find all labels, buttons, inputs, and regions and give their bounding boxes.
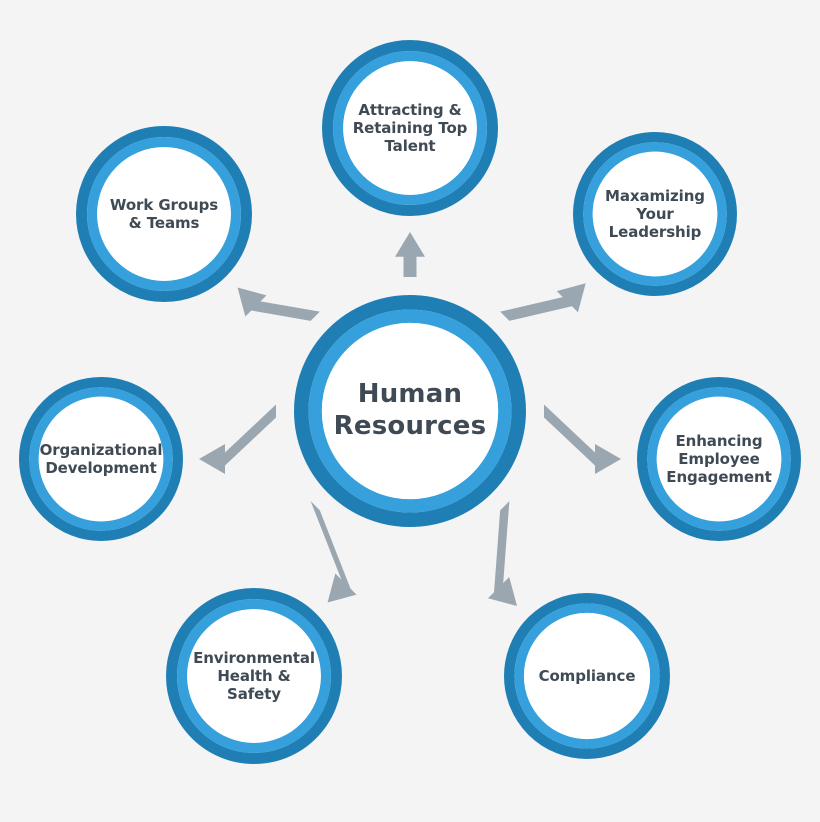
node-environmental-health-safety-ring-inner <box>176 598 332 754</box>
arrow-to-compliance <box>488 501 517 606</box>
node-organizational-development-ring-outer <box>19 377 183 541</box>
node-compliance-ring-inner <box>514 603 660 749</box>
hub-circle[interactable] <box>294 295 526 527</box>
hub-circle-ring-inner <box>308 309 512 513</box>
node-work-groups-teams-ring-inner <box>86 136 242 292</box>
node-organizational-development[interactable] <box>19 377 183 541</box>
arrow-to-organizational <box>199 404 276 474</box>
arrow-to-environmental <box>310 501 357 603</box>
node-attracting-retaining-top-talent[interactable] <box>322 40 498 216</box>
arrow-to-enhancing <box>544 404 621 474</box>
arrow-to-attracting <box>395 232 425 277</box>
arrow-to-work-groups <box>237 287 320 321</box>
node-enhancing-employee-engagement-ring-outer <box>637 377 801 541</box>
node-organizational-development-ring-inner <box>29 387 173 531</box>
node-work-groups-teams-core <box>97 147 231 281</box>
node-work-groups-teams-ring-outer <box>76 126 252 302</box>
arrow-to-maxamizing <box>500 283 586 321</box>
hub-circle-ring-outer <box>294 295 526 527</box>
arrow-layer <box>199 232 621 606</box>
node-environmental-health-safety-core <box>187 609 321 743</box>
node-attracting-retaining-top-talent-core <box>343 61 477 195</box>
node-enhancing-employee-engagement-core <box>656 396 782 522</box>
node-maxamizing-your-leadership[interactable] <box>573 132 737 296</box>
node-compliance[interactable] <box>504 593 670 759</box>
node-environmental-health-safety[interactable] <box>166 588 342 764</box>
node-maxamizing-your-leadership-core <box>592 151 718 277</box>
node-maxamizing-your-leadership-ring-inner <box>583 142 727 286</box>
hub-circle-core <box>321 322 499 500</box>
node-attracting-retaining-top-talent-ring-outer <box>322 40 498 216</box>
node-attracting-retaining-top-talent-ring-inner <box>332 50 488 206</box>
node-enhancing-employee-engagement[interactable] <box>637 377 801 541</box>
node-compliance-core <box>523 612 651 740</box>
node-work-groups-teams[interactable] <box>76 126 252 302</box>
node-maxamizing-your-leadership-ring-outer <box>573 132 737 296</box>
node-organizational-development-core <box>38 396 164 522</box>
node-compliance-ring-outer <box>504 593 670 759</box>
node-layer <box>19 40 801 764</box>
node-enhancing-employee-engagement-ring-inner <box>647 387 791 531</box>
node-environmental-health-safety-ring-outer <box>166 588 342 764</box>
